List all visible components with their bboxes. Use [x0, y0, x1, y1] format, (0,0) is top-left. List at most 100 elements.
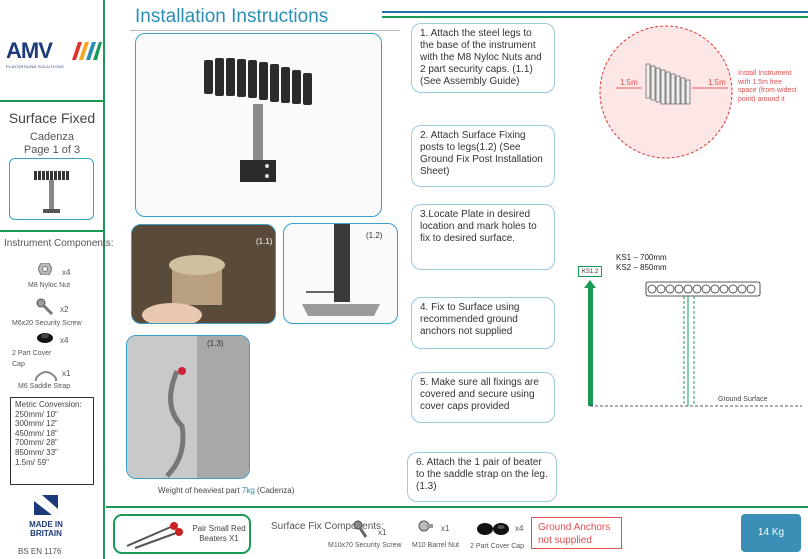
- page-title: Installation Instructions: [135, 6, 329, 27]
- total-weight-badge: 14 Kg: [741, 514, 801, 552]
- height-diagram: [584, 280, 802, 407]
- step-text: Fix to Surface using recommended ground …: [420, 302, 520, 337]
- step-text: Make sure all fixings are covered and se…: [420, 377, 539, 412]
- page-label: Page 1 of 3: [23, 144, 81, 156]
- photo-step-1-1: [131, 224, 276, 324]
- step-5: 5. Make sure all fixings are covered and…: [411, 372, 555, 423]
- union-flag-icon: [34, 495, 58, 515]
- made-in-britain-badge: MADE IN BRITAIN: [22, 495, 70, 538]
- step-text: Locate Plate in desired location and mar…: [420, 209, 537, 244]
- component-name: M6 Saddle Strap: [18, 383, 71, 390]
- component-name: M6x20 Security Screw: [12, 320, 82, 327]
- metric-conversion-box: Metric Conversion: 250mm/ 10" 300mm/ 12"…: [10, 397, 94, 485]
- weight-note: Weight of heaviest part 7kg (Cadenza): [158, 486, 294, 495]
- standard-label: BS EN 1176: [18, 547, 62, 556]
- component-name: 2 Part Cover Cap: [12, 350, 52, 368]
- component-qty: x4: [62, 268, 71, 277]
- step-6: 6. Attach the 1 pair of beater to the sa…: [407, 452, 557, 502]
- metric-row: 850mm/ 33": [15, 447, 58, 457]
- surface-post-photo-icon: [302, 224, 380, 316]
- fix-name: 2 Part Cover Cap: [470, 543, 525, 550]
- step-number: 1.: [420, 28, 429, 39]
- weight-note-prefix: Weight of heaviest part: [158, 486, 242, 495]
- product-thumbnail: [9, 158, 94, 220]
- distance-left: 1.5m: [620, 78, 638, 87]
- distance-right: 1.5m: [708, 78, 726, 87]
- xylophone-thumb-icon: [34, 171, 69, 213]
- product-info: Cadenza Page 1 of 3: [0, 131, 104, 157]
- surface-fix-label: Surface Fix Components:: [271, 521, 384, 532]
- cover-cap-icon: [37, 333, 53, 343]
- fix-name: M10x70 Security Screw: [328, 542, 402, 549]
- ks1-height: KS1 – 700mm: [616, 253, 667, 262]
- header-rule-green: [382, 16, 808, 18]
- step-text: Attach Surface Fixing posts to legs(1.2)…: [420, 130, 543, 177]
- ks-box: KS1,2: [578, 266, 602, 277]
- components-label: Instrument Components:: [4, 238, 114, 249]
- step-4: 4. Fix to Surface using recommended grou…: [411, 297, 555, 349]
- photo-label: (1.3): [207, 339, 224, 348]
- metric-row: 300mm/ 12": [15, 419, 58, 429]
- nut-fitting-photo-icon: [132, 225, 275, 323]
- nyloc-nut-icon: [38, 263, 52, 275]
- step-number: 6.: [416, 457, 425, 468]
- sidebar-divider: [0, 230, 104, 232]
- beaters-text: Pair Small Red Beaters X1: [192, 524, 246, 543]
- component-name: M8 Nyloc Nut: [28, 282, 71, 289]
- step-number: 4.: [420, 302, 429, 313]
- step-number: 5.: [420, 377, 429, 388]
- photo-label: (1.1): [256, 237, 273, 246]
- weight-note-suffix: (Cadenza): [254, 486, 295, 495]
- header-rule-blue: [382, 11, 808, 13]
- component-qty: x2: [60, 305, 69, 314]
- logo-subtitle: PLAYGROUND SOLUTIONS: [6, 64, 64, 69]
- step-text: Attach the 1 pair of beater to the saddl…: [416, 457, 548, 492]
- barrel-nut-icon: [418, 520, 433, 532]
- sidebar: [0, 0, 105, 559]
- fix-qty: x1: [441, 524, 450, 533]
- step-3: 3.Locate Plate in desired location and m…: [411, 204, 555, 270]
- ground-anchors-note: Ground Anchors not supplied: [531, 517, 622, 549]
- product-name: Cadenza: [29, 131, 75, 143]
- step-2: 2. Attach Surface Fixing posts to legs(1…: [411, 125, 555, 187]
- step-number: 2.: [420, 130, 429, 141]
- beaters-box: Pair Small Red Beaters X1: [113, 514, 251, 554]
- xylophone-photo-icon: [204, 58, 312, 182]
- component-qty: x4: [60, 336, 69, 345]
- component-qty: x1: [62, 369, 71, 378]
- beater-icon: [126, 522, 183, 549]
- cover-cap-pair-icon: [477, 523, 509, 535]
- m10-screw-icon: [353, 520, 368, 538]
- strap-photo-icon: [127, 336, 249, 478]
- photo-step-1-3: [126, 335, 250, 479]
- section-title: Surface Fixed: [8, 110, 96, 126]
- product-photo-main: [135, 33, 382, 217]
- amv-logo: AMV PLAYGROUND SOLUTIONS: [6, 38, 102, 69]
- sidebar-divider: [0, 100, 104, 102]
- step-text: Attach the steel legs to the base of the…: [420, 28, 542, 87]
- fix-qty: x4: [515, 524, 524, 533]
- metric-row: 250mm/ 10": [15, 409, 58, 419]
- metric-row: 1.5m/ 59": [15, 457, 49, 467]
- metric-title: Metric Conversion:: [15, 400, 82, 409]
- fix-qty: x1: [378, 528, 387, 537]
- step-number: 3.: [420, 209, 429, 220]
- footer-rule: [106, 506, 808, 508]
- logo-stripes-icon: [72, 42, 102, 60]
- photo-label: (1.2): [366, 231, 383, 240]
- ks2-height: KS2 – 850mm: [616, 263, 667, 272]
- metric-row: 450mm/ 18": [15, 428, 58, 438]
- ground-surface-label: Ground Surface: [718, 396, 768, 403]
- fix-name: M10 Barrel Nut: [412, 542, 460, 549]
- made-in-text: MADE IN BRITAIN: [29, 520, 63, 538]
- weight-note-value: 7kg: [241, 486, 255, 495]
- logo-text: AMV: [6, 38, 53, 63]
- free-space-note: Install Instrument with 1.5m free space …: [738, 70, 797, 103]
- free-space-diagram: [599, 25, 733, 159]
- metric-row: 700mm/ 28": [15, 438, 58, 448]
- security-screw-icon: [36, 298, 54, 316]
- height-labels: KS1 – 700mm KS2 – 850mm: [616, 253, 667, 273]
- step-1: 1. Attach the steel legs to the base of …: [411, 23, 555, 93]
- photo-step-1-2: [283, 223, 398, 324]
- saddle-strap-icon: [35, 371, 57, 381]
